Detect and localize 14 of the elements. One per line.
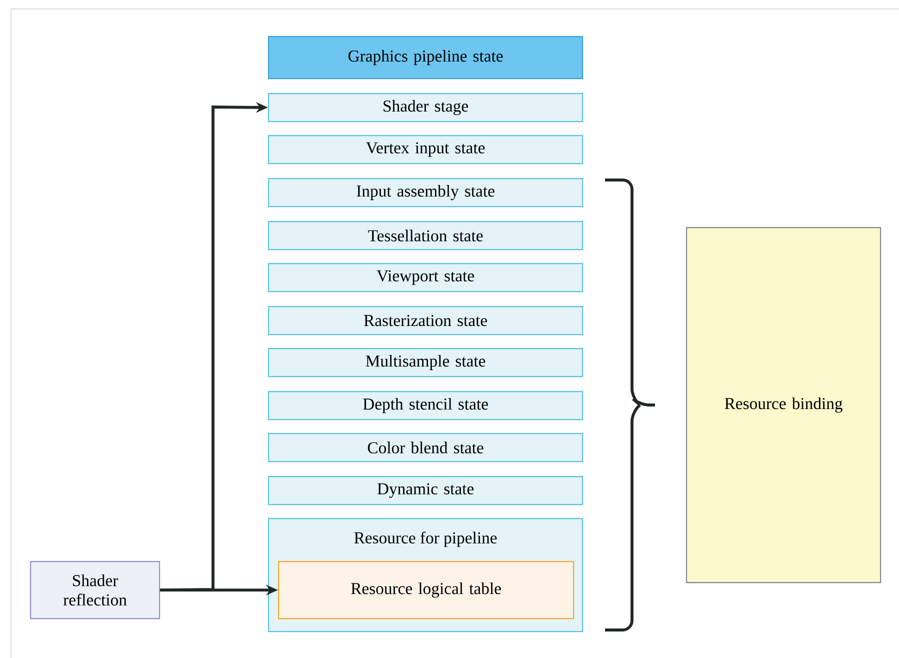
table-box: Resource logical table <box>278 561 574 620</box>
source-box: Shader reflection <box>30 561 160 620</box>
state-box: Dynamic state <box>268 476 584 506</box>
state-box: Color blend state <box>268 433 584 462</box>
header-box: Graphics pipeline state <box>268 36 584 80</box>
state-box: Input assembly state <box>268 178 584 208</box>
state-box: Tessellation state <box>268 221 584 250</box>
state-box: Depth stencil state <box>268 391 584 420</box>
state-box: Multisample state <box>268 348 584 378</box>
state-box: Vertex input state <box>268 135 584 164</box>
state-box: Viewport state <box>268 263 584 292</box>
state-box: Shader stage <box>268 93 584 122</box>
binding-box: Resource binding <box>686 227 882 584</box>
state-box: Rasterization state <box>268 306 584 336</box>
